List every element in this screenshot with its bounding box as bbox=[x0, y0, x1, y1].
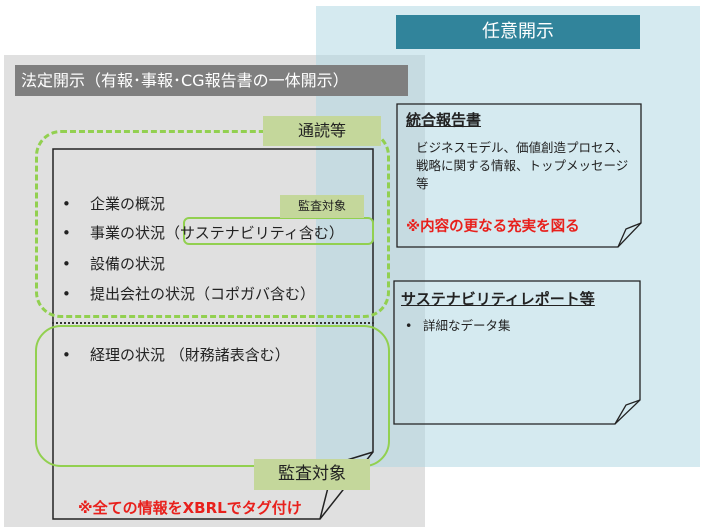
list-item: • 企業の概況 bbox=[62, 193, 165, 214]
item-label: 事業の状況 bbox=[90, 224, 166, 242]
audit-outline bbox=[35, 325, 390, 467]
document-shape bbox=[396, 103, 642, 248]
sustainability-note: （サステナビリティ含む） bbox=[165, 224, 344, 242]
bullet: • bbox=[62, 285, 71, 303]
list-item: • 事業の状況（サステナビリティ含む） bbox=[62, 222, 344, 243]
sustainability-report-title: サステナビリティレポート等 bbox=[401, 290, 595, 308]
integrated-report-title: 統合報告書 bbox=[406, 111, 482, 129]
bullet: • bbox=[405, 318, 413, 333]
bullet: • bbox=[62, 224, 71, 242]
section-divider bbox=[52, 322, 374, 324]
list-item: • 詳細なデータ集 bbox=[405, 317, 511, 335]
item-label: 経理の状況 （財務諸表含む） bbox=[90, 346, 290, 364]
xbrl-note: ※全ての情報をXBRLでタグ付け bbox=[78, 499, 302, 517]
read-through-tag: 通読等 bbox=[263, 116, 381, 146]
list-item: • 提出会社の状況（コポガバ含む） bbox=[62, 283, 315, 304]
integrated-report-card: 統合報告書 ビジネスモデル、価値創造プロセス、戦略に関する情報、トップメッセージ… bbox=[396, 103, 642, 248]
item-label: 企業の概況 bbox=[90, 195, 166, 213]
audit-tag-small: 監査対象 bbox=[280, 195, 364, 218]
audit-tag: 監査対象 bbox=[254, 459, 370, 490]
legal-disclosure-header: 法定開示（有報･事報･CG報告書の一体開示） bbox=[15, 65, 408, 96]
integrated-report-note: ※内容の更なる充実を図る bbox=[406, 219, 580, 235]
sustainability-report-card: サステナビリティレポート等 • 詳細なデータ集 bbox=[393, 280, 641, 425]
voluntary-disclosure-header: 任意開示 bbox=[396, 15, 640, 49]
read-through-outline bbox=[35, 130, 390, 318]
sustainability-audit-outline bbox=[183, 217, 374, 245]
item-label: 設備の状況 bbox=[90, 255, 166, 273]
bullet: • bbox=[62, 255, 71, 273]
list-item: • 経理の状況 （財務諸表含む） bbox=[62, 344, 290, 365]
item-label: 詳細なデータ集 bbox=[423, 318, 511, 333]
item-label: 提出会社の状況（コポガバ含む） bbox=[90, 285, 316, 303]
document-shape bbox=[393, 280, 641, 425]
list-item: • 設備の状況 bbox=[62, 253, 165, 274]
bullet: • bbox=[62, 195, 71, 213]
integrated-report-body: ビジネスモデル、価値創造プロセス、戦略に関する情報、トップメッセージ等 bbox=[416, 140, 629, 191]
bullet: • bbox=[62, 346, 71, 364]
